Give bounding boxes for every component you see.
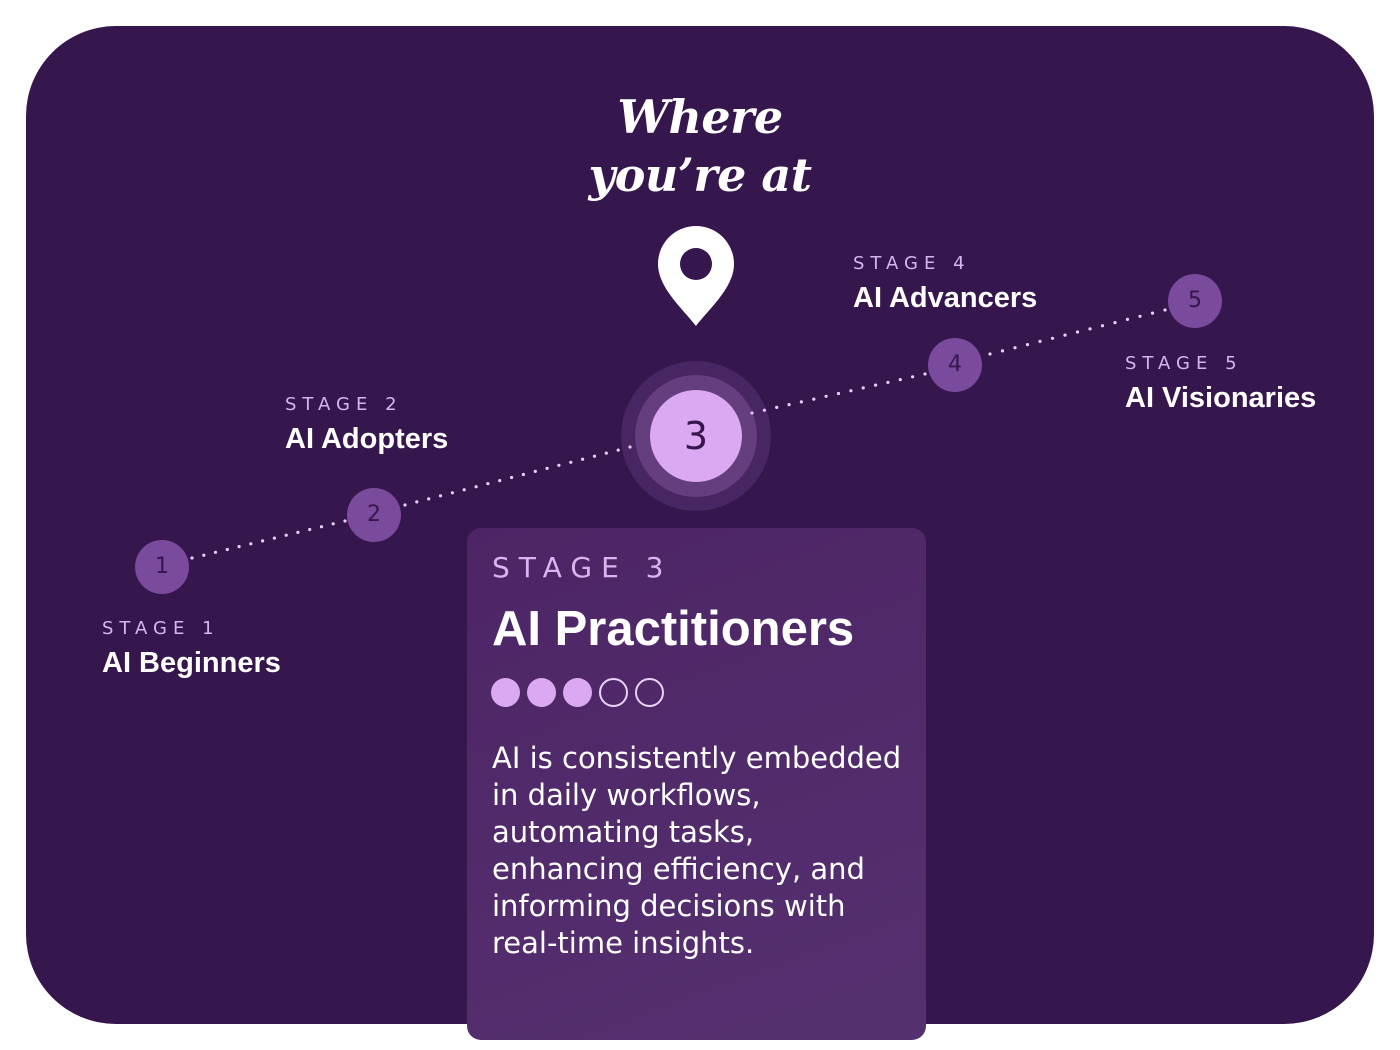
track-dot [849,389,853,393]
track-dot [403,503,407,507]
track-dot [438,494,443,498]
track-dot [812,397,816,401]
track-dot [261,539,265,543]
track-dot [824,394,828,398]
track-dot [343,519,347,523]
track-dot [190,556,194,560]
stage-4-kicker: STAGE 4 [853,253,971,274]
track-dot [319,525,324,529]
track-dot [923,372,927,376]
stage-progress-rating [491,678,664,707]
track-dot [1150,311,1155,315]
track-dot [988,352,992,356]
stage-1-name: AI Beginners [102,647,281,679]
stage-5-kicker: STAGE 5 [1125,353,1243,374]
track-dot [762,408,767,412]
stage-node-1[interactable]: 1 [135,540,189,594]
rating-dot-filled [563,678,592,707]
track-dot [1025,343,1030,347]
track-dot [486,482,490,486]
headline-line-2: you’re at [588,148,812,202]
track-dot [1125,317,1130,321]
track-dot [202,553,206,557]
track-dot [898,378,902,382]
track-dot [750,411,754,415]
track-dot [1163,308,1167,312]
stage-label-2: STAGE 2 AI Adopters [285,393,448,459]
track-dot [1100,324,1105,328]
stage-label-4: STAGE 4 AI Advancers [853,252,1037,318]
track-dot [450,491,454,495]
stage-node-3-current[interactable]: 3 [650,390,742,482]
stage-2-name: AI Adopters [285,423,449,455]
track-dot [1038,339,1042,343]
track-dot [213,550,218,554]
track-dot [284,533,288,537]
track-dot [249,542,253,546]
track-dot [510,475,514,480]
headline-line-1: Where [617,90,783,144]
track-dot [296,530,300,535]
rating-dot-empty [635,678,664,707]
current-stage-card: STAGE 3 AI Practitioners AI is consisten… [467,528,926,1040]
current-stage-description: AI is consistently embedded in daily wor… [492,741,902,960]
track-dot [1088,327,1092,331]
track-dot [308,527,312,532]
stage-4-name: AI Advancers [853,282,1038,314]
track-dot [225,547,229,552]
track-dot [521,472,526,477]
track-dot [533,469,537,473]
track-dot [628,445,632,449]
stage-label-1: STAGE 1 AI Beginners [102,617,281,683]
track-dot [861,386,865,390]
track-dot [836,391,841,396]
track-dot [1000,349,1005,353]
track-dot [1063,333,1067,337]
track-dot [581,457,585,461]
track-dot [569,460,573,464]
stage-1-kicker: STAGE 1 [102,618,220,639]
location-pin-icon [658,226,734,326]
track-dot [1138,314,1142,318]
track-dot [427,497,431,501]
track-dot [775,405,779,409]
track-dot [474,485,478,489]
track-dot [1050,336,1055,340]
track-dot [557,463,561,467]
track-dot [415,500,419,504]
track-dot [911,375,915,379]
track-dot [1075,330,1080,334]
track-dot [331,522,335,526]
track-dot [874,383,878,387]
stage-node-2[interactable]: 2 [347,488,401,542]
track-dot [604,451,608,455]
stage-node-5[interactable]: 5 [1168,274,1222,328]
track-dot [787,403,791,407]
current-stage-title: AI Practitioners [492,602,855,656]
stage-2-kicker: STAGE 2 [285,394,403,415]
stage-label-5: STAGE 5 AI Visionaries [1125,352,1316,418]
track-dot [1113,321,1117,325]
track-dot [237,545,241,549]
rating-dot-filled [491,678,520,707]
stage-node-4[interactable]: 4 [928,338,982,392]
track-dot [462,488,466,492]
track-dot [272,536,276,540]
rating-dot-empty [599,678,628,707]
rating-dot-filled [527,678,556,707]
track-dot [592,454,597,458]
track-dot [616,448,620,452]
track-dot [1013,346,1017,350]
track-dot [498,479,502,483]
current-stage-kicker: STAGE 3 [492,551,673,584]
track-dot [799,400,804,404]
track-dot [886,380,890,384]
stage-5-name: AI Visionaries [1125,382,1317,414]
headline: Where you’re at [500,88,900,204]
track-dot [545,466,549,470]
